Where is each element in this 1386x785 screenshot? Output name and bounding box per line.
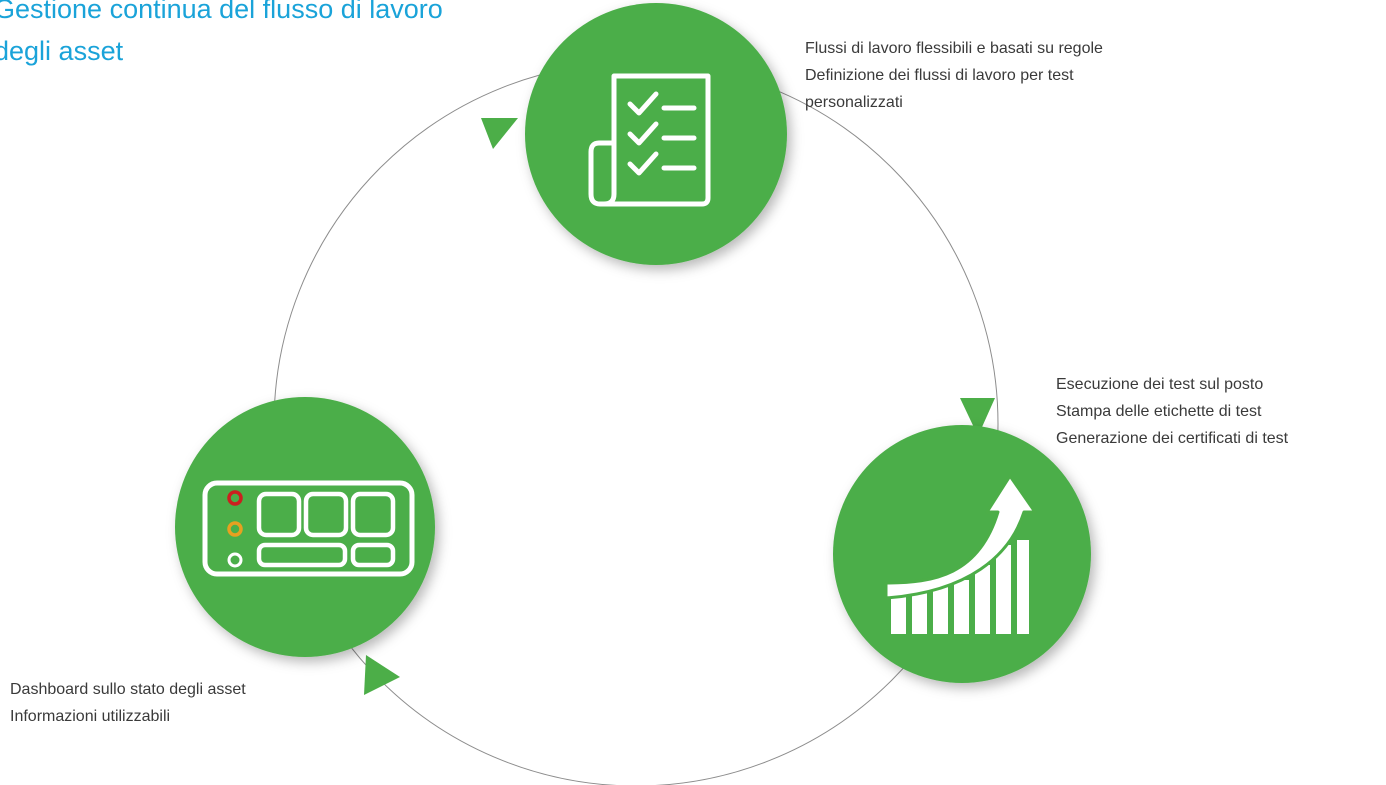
- step-label-dashboard: Dashboard sullo stato degli asset Inform…: [10, 676, 370, 730]
- title-line-1: Gestione continua del flusso di lavoro: [0, 0, 443, 24]
- status-white-indicator: [227, 552, 243, 568]
- label-line: personalizzati: [805, 94, 903, 111]
- label-line: Esecuzione dei test sul posto: [1056, 376, 1264, 393]
- label-line: Dashboard sullo stato degli asset: [10, 681, 246, 698]
- step-node-dashboard: [175, 397, 435, 657]
- checklist-icon: [588, 73, 711, 207]
- arrow-to-checklist: [481, 118, 518, 149]
- checklist-node-circle: [525, 3, 787, 265]
- growth-chart-icon: [884, 474, 1037, 634]
- title-line-2: degli asset: [0, 36, 124, 66]
- step-node-growth-chart: [833, 425, 1091, 683]
- status-red-indicator: [227, 490, 243, 506]
- label-line: Definizione dei flussi di lavoro per tes…: [805, 67, 1074, 84]
- label-line: Generazione dei certificati di test: [1056, 430, 1289, 447]
- arrow-to-growth-chart: [960, 398, 995, 436]
- step-label-growth-chart: Esecuzione dei test sul posto Stampa del…: [1056, 371, 1386, 452]
- step-node-checklist: [525, 3, 787, 265]
- label-line: Stampa delle etichette di test: [1056, 403, 1262, 420]
- diagram-title: Gestione continua del flusso di lavoro d…: [0, 0, 554, 72]
- label-line: Flussi di lavoro flessibili e basati su …: [805, 40, 1103, 57]
- label-line: Informazioni utilizzabili: [10, 708, 171, 725]
- step-label-checklist: Flussi di lavoro flessibili e basati su …: [805, 35, 1255, 116]
- arrow-to-dashboard: [364, 655, 400, 695]
- status-amber-indicator: [227, 521, 243, 537]
- dashboard-icon: [202, 480, 415, 577]
- growth-node-circle: [833, 425, 1091, 683]
